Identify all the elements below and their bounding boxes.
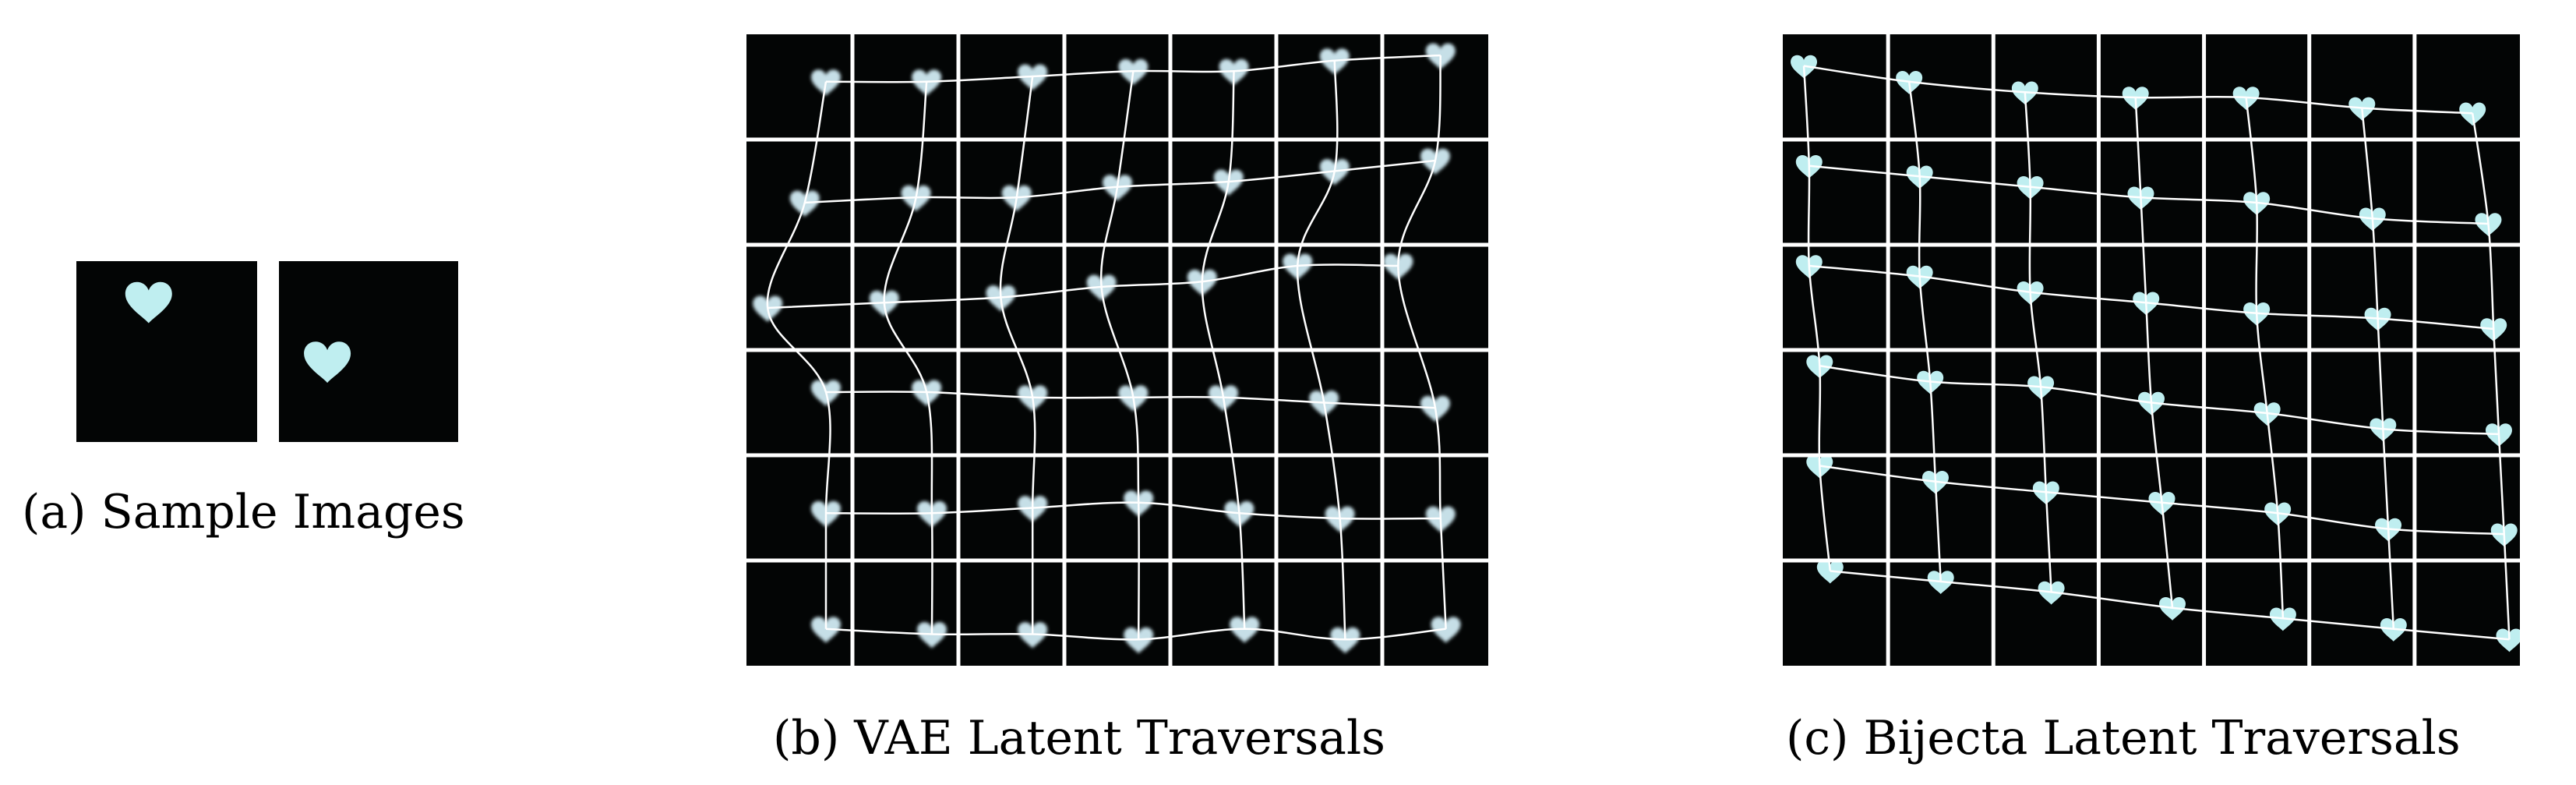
traversal-curve-column — [1296, 60, 1346, 640]
traversal-curve-column — [1907, 81, 1942, 582]
traversal-curve-column — [766, 81, 831, 629]
traversal-curve-column — [2134, 97, 2174, 608]
heart-sprite — [2496, 628, 2520, 652]
heart-sprite — [1018, 622, 1048, 649]
heart-sprite — [1431, 617, 1461, 643]
heart-sprite — [125, 281, 172, 324]
traversal-curve-column — [1099, 71, 1140, 640]
traversal-curve-column — [2245, 97, 2285, 619]
traversal-curve-column — [1201, 71, 1246, 629]
traversal-curve-column — [1802, 65, 1832, 571]
caption-sample-images: (a) Sample Images — [22, 485, 465, 539]
vae-traversal-grid — [746, 34, 1488, 666]
heart-sprite — [1330, 627, 1360, 654]
heart-sprite — [304, 341, 351, 384]
caption-vae: (b) VAE Latent Traversals — [773, 711, 1385, 766]
traversal-curve-row — [1830, 570, 2510, 641]
traversal-curve-column — [999, 76, 1036, 635]
sample-images — [76, 261, 458, 442]
bijecta-traversal-grid — [1783, 34, 2520, 666]
heart-sprite — [1230, 617, 1260, 643]
traversal-curve-column — [2024, 92, 2052, 592]
traversal-curve-column — [883, 81, 933, 635]
heart-sprite — [1124, 627, 1154, 654]
traversal-curve-column — [2471, 113, 2511, 640]
heart-sprite — [811, 617, 841, 643]
traversal-curve-column — [1397, 55, 1447, 629]
caption-bijecta: (c) Bijecta Latent Traversals — [1786, 711, 2461, 766]
traversal-curve-column — [2361, 108, 2395, 629]
heart-sprite — [917, 622, 947, 649]
